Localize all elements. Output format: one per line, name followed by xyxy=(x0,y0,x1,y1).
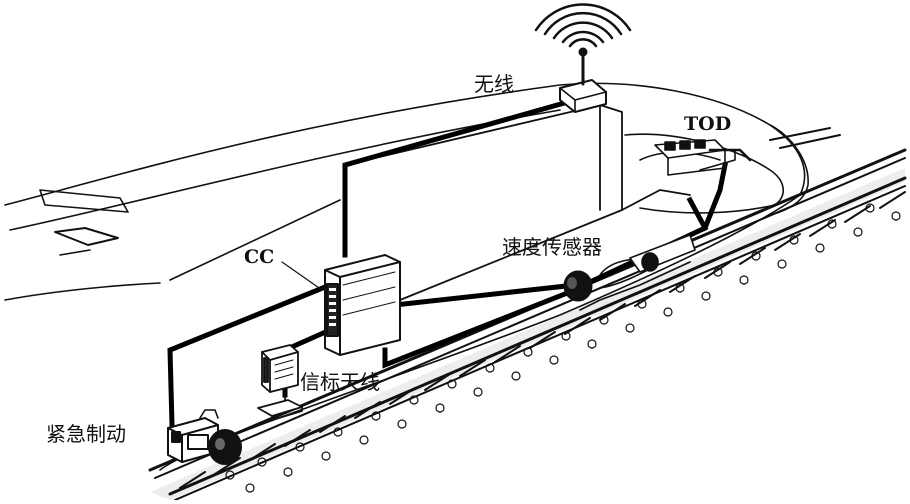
bogie xyxy=(629,234,696,273)
equipment-cabinet xyxy=(344,104,691,301)
tod-console xyxy=(654,139,752,176)
label-wireless: 无线 xyxy=(474,72,514,96)
emergency-brake-unit xyxy=(167,409,242,465)
beacon-antenna xyxy=(257,344,303,421)
label-emergency-brake: 紧急制动 xyxy=(46,422,126,446)
label-tod: TOD xyxy=(684,113,732,135)
label-beacon-antenna: 信标天线 xyxy=(300,370,380,394)
wireless-antenna xyxy=(534,3,632,113)
ballast-stones xyxy=(225,203,901,493)
label-cc: CC xyxy=(244,246,275,268)
railway-track xyxy=(148,127,907,501)
ballast xyxy=(150,168,905,500)
label-speed-sensor: 速度传感器 xyxy=(502,235,602,259)
cc-unit xyxy=(281,254,401,356)
